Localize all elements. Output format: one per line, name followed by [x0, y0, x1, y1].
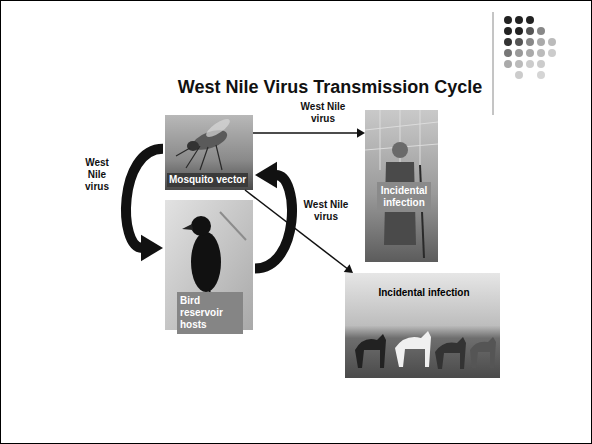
- edge-label: West Nile virus: [300, 199, 352, 223]
- divider-line: [493, 12, 494, 115]
- human-photo: [365, 110, 438, 262]
- dot-ornament: [504, 16, 556, 79]
- mosquito-photo: [165, 115, 253, 190]
- transmission-line: [253, 132, 358, 134]
- node-label: Bird reservoir hosts: [177, 292, 243, 334]
- arrow-head: [357, 128, 365, 138]
- node-label: Incidental infection: [377, 182, 431, 212]
- arrow-head: [344, 264, 353, 273]
- edge-label: West Nile virus: [296, 101, 350, 125]
- horses-image-box: Incidental infection: [345, 273, 503, 378]
- edge-label: West Nile virus: [80, 157, 114, 193]
- node-label: Mosquito vector: [167, 173, 248, 187]
- arrow-head: [141, 235, 163, 261]
- mosquito-image-box: Mosquito vector: [165, 115, 253, 190]
- cycle-arrow: [255, 175, 292, 269]
- human-image-box: Incidental infection: [365, 110, 438, 262]
- cycle-arrow: [126, 149, 163, 248]
- bird-image-box: Bird reservoir hosts: [165, 200, 253, 337]
- node-label: Incidental infection: [345, 287, 503, 299]
- slide-title: West Nile Virus Transmission Cycle: [130, 77, 530, 98]
- arrow-head: [255, 162, 277, 188]
